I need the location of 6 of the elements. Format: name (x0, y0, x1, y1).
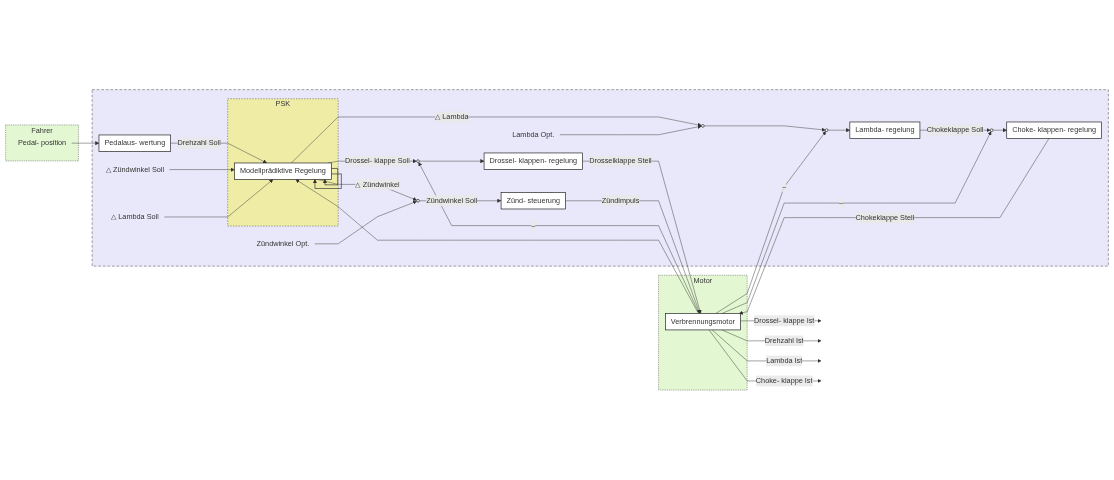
node-circle (990, 128, 994, 133)
node-circle (416, 159, 420, 163)
cluster (91, 89, 1109, 267)
node-circle (701, 124, 705, 128)
node-circle (416, 199, 420, 203)
node-circle (824, 128, 829, 133)
